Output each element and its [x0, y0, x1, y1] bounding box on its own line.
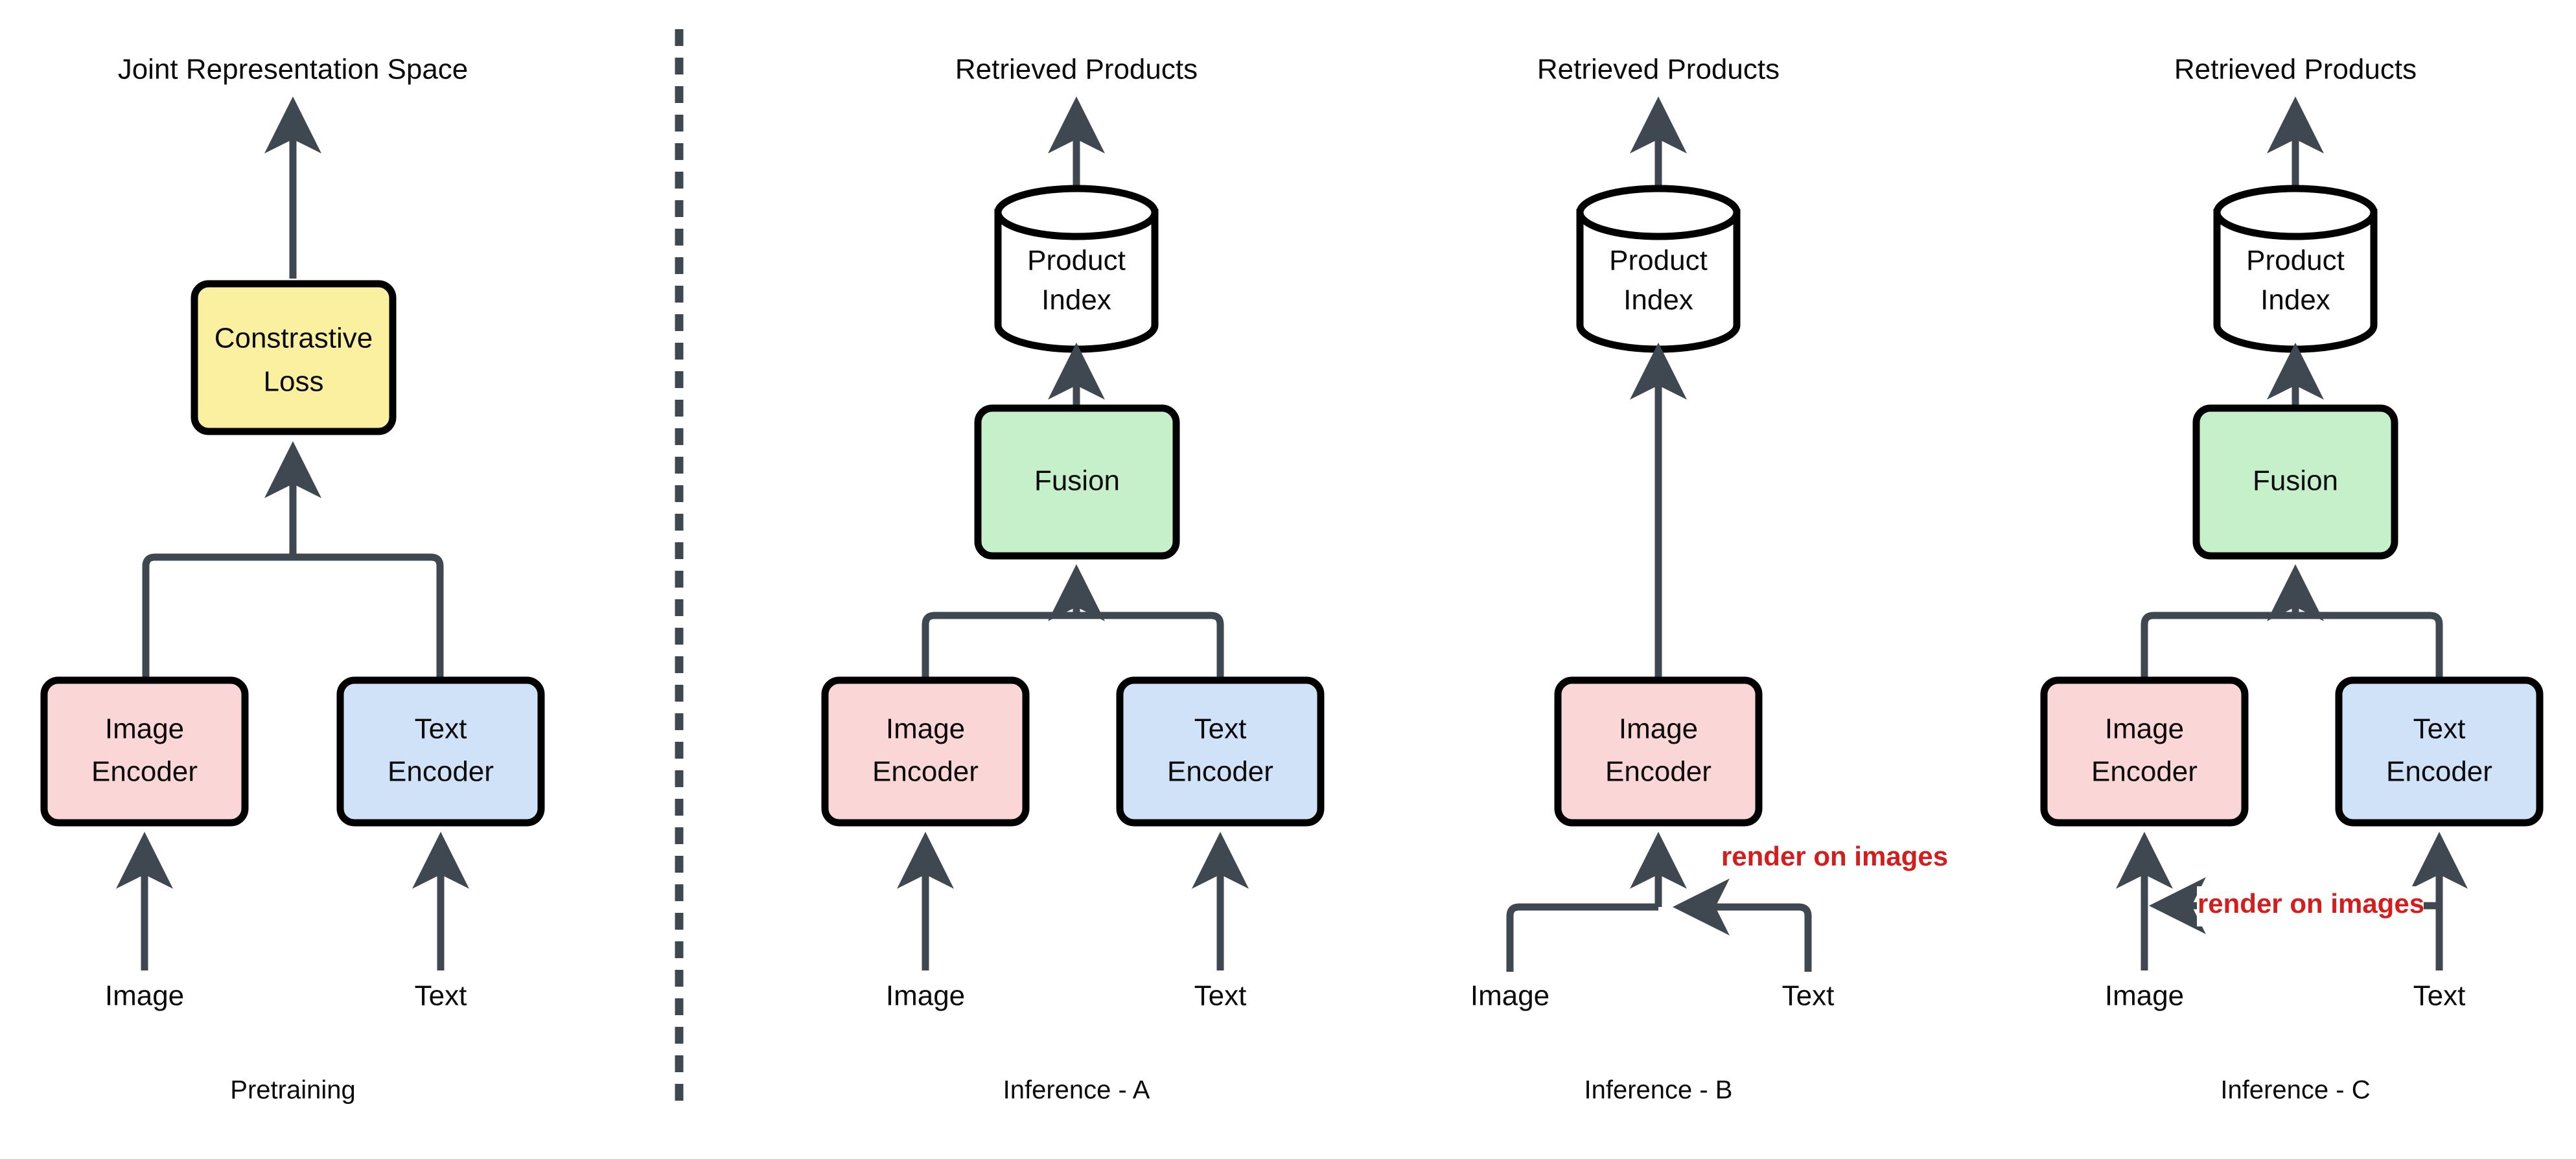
constrastive-loss-box [191, 280, 397, 435]
fusion-box-c [2192, 404, 2398, 560]
retrieved-products-label-b: Retrieved Products [1537, 54, 1780, 86]
image-encoder-box-b [1554, 676, 1763, 827]
text-encoder-box-a [1116, 676, 1325, 827]
text-encoder-box [336, 676, 545, 827]
panel-caption-inference-a: Inference - A [1003, 1076, 1150, 1105]
input-label-image-b: Image [1470, 980, 1549, 1012]
image-encoder-box-a [821, 676, 1030, 827]
image-encoder-box-c [2040, 676, 2249, 827]
edge-image-input-leg-b [1506, 903, 1658, 972]
text-encoder-label-a-line1: Text [1194, 713, 1247, 745]
constrastive-loss-label-line2: Loss [264, 366, 324, 398]
product-index-label-b-line2: Index [1623, 284, 1693, 316]
edge-encoders-merge-bracket [142, 553, 444, 680]
image-encoder-label-line2: Encoder [91, 756, 198, 788]
product-index-cylinder-a [994, 185, 1159, 353]
image-encoder-box [40, 676, 249, 827]
input-label-image: Image [105, 980, 184, 1012]
image-encoder-label-b-line1: Image [1619, 713, 1698, 745]
text-encoder-box-c [2335, 676, 2544, 827]
annotation-render-on-images-c: render on images [2198, 888, 2424, 919]
input-label-text-a: Text [1194, 980, 1247, 1012]
image-encoder-label-b-line2: Encoder [1605, 756, 1712, 788]
text-encoder-label-a-line2: Encoder [1167, 756, 1273, 788]
image-encoder-label-a-line1: Image [886, 713, 965, 745]
image-encoder-label-c-line2: Encoder [2091, 756, 2198, 788]
product-index-label-a-line1: Product [1027, 245, 1126, 277]
fusion-label-a: Fusion [1034, 465, 1120, 497]
annotation-backdrop-c [2197, 886, 2424, 926]
edge-text-render-on-images-b [1672, 878, 1812, 972]
product-index-label-c-line1: Product [2246, 245, 2345, 277]
input-label-image-a: Image [886, 980, 965, 1012]
text-encoder-label-line2: Encoder [388, 756, 494, 788]
panel-pretraining: Joint Representation Space Constrastive … [40, 54, 545, 1105]
retrieved-products-label-c: Retrieved Products [2174, 54, 2417, 86]
product-index-label-a-line2: Index [1041, 284, 1111, 316]
panel-inference-b: Retrieved Products Product Index Image E… [1470, 54, 1948, 1105]
product-index-label-c-line2: Index [2260, 284, 2330, 316]
text-encoder-label-c-line2: Encoder [2386, 756, 2492, 788]
retrieved-products-label-a: Retrieved Products [955, 54, 1198, 86]
input-label-text-c: Text [2413, 980, 2466, 1012]
panel-inference-a: Retrieved Products Product Index Fusion … [821, 54, 1325, 1105]
input-label-text: Text [415, 980, 467, 1012]
image-encoder-label-line1: Image [105, 713, 184, 745]
text-encoder-label-c-line1: Text [2413, 713, 2466, 745]
product-index-label-b-line1: Product [1609, 245, 1708, 277]
panel-caption-inference-b: Inference - B [1584, 1076, 1732, 1105]
fusion-label-c: Fusion [2253, 465, 2338, 497]
image-encoder-label-c-line1: Image [2105, 713, 2184, 745]
edge-encoders-merge-bracket-c [2141, 612, 2443, 680]
text-encoder-label-line1: Text [415, 713, 467, 745]
input-label-image-c: Image [2105, 980, 2184, 1012]
panel-caption-inference-c: Inference - C [2220, 1076, 2370, 1105]
input-label-text-b: Text [1782, 980, 1835, 1012]
edge-encoders-merge-bracket-a [922, 612, 1224, 680]
constrastive-loss-label-line1: Constrastive [215, 323, 373, 354]
panel-caption-pretraining: Pretraining [230, 1076, 355, 1105]
annotation-render-on-images-b: render on images [1721, 841, 1948, 871]
panel-inference-c: Retrieved Products Product Index Fusion … [2040, 54, 2544, 1105]
image-encoder-label-a-line2: Encoder [872, 756, 979, 788]
fusion-box-a [974, 404, 1180, 560]
joint-representation-space-label: Joint Representation Space [118, 54, 469, 86]
